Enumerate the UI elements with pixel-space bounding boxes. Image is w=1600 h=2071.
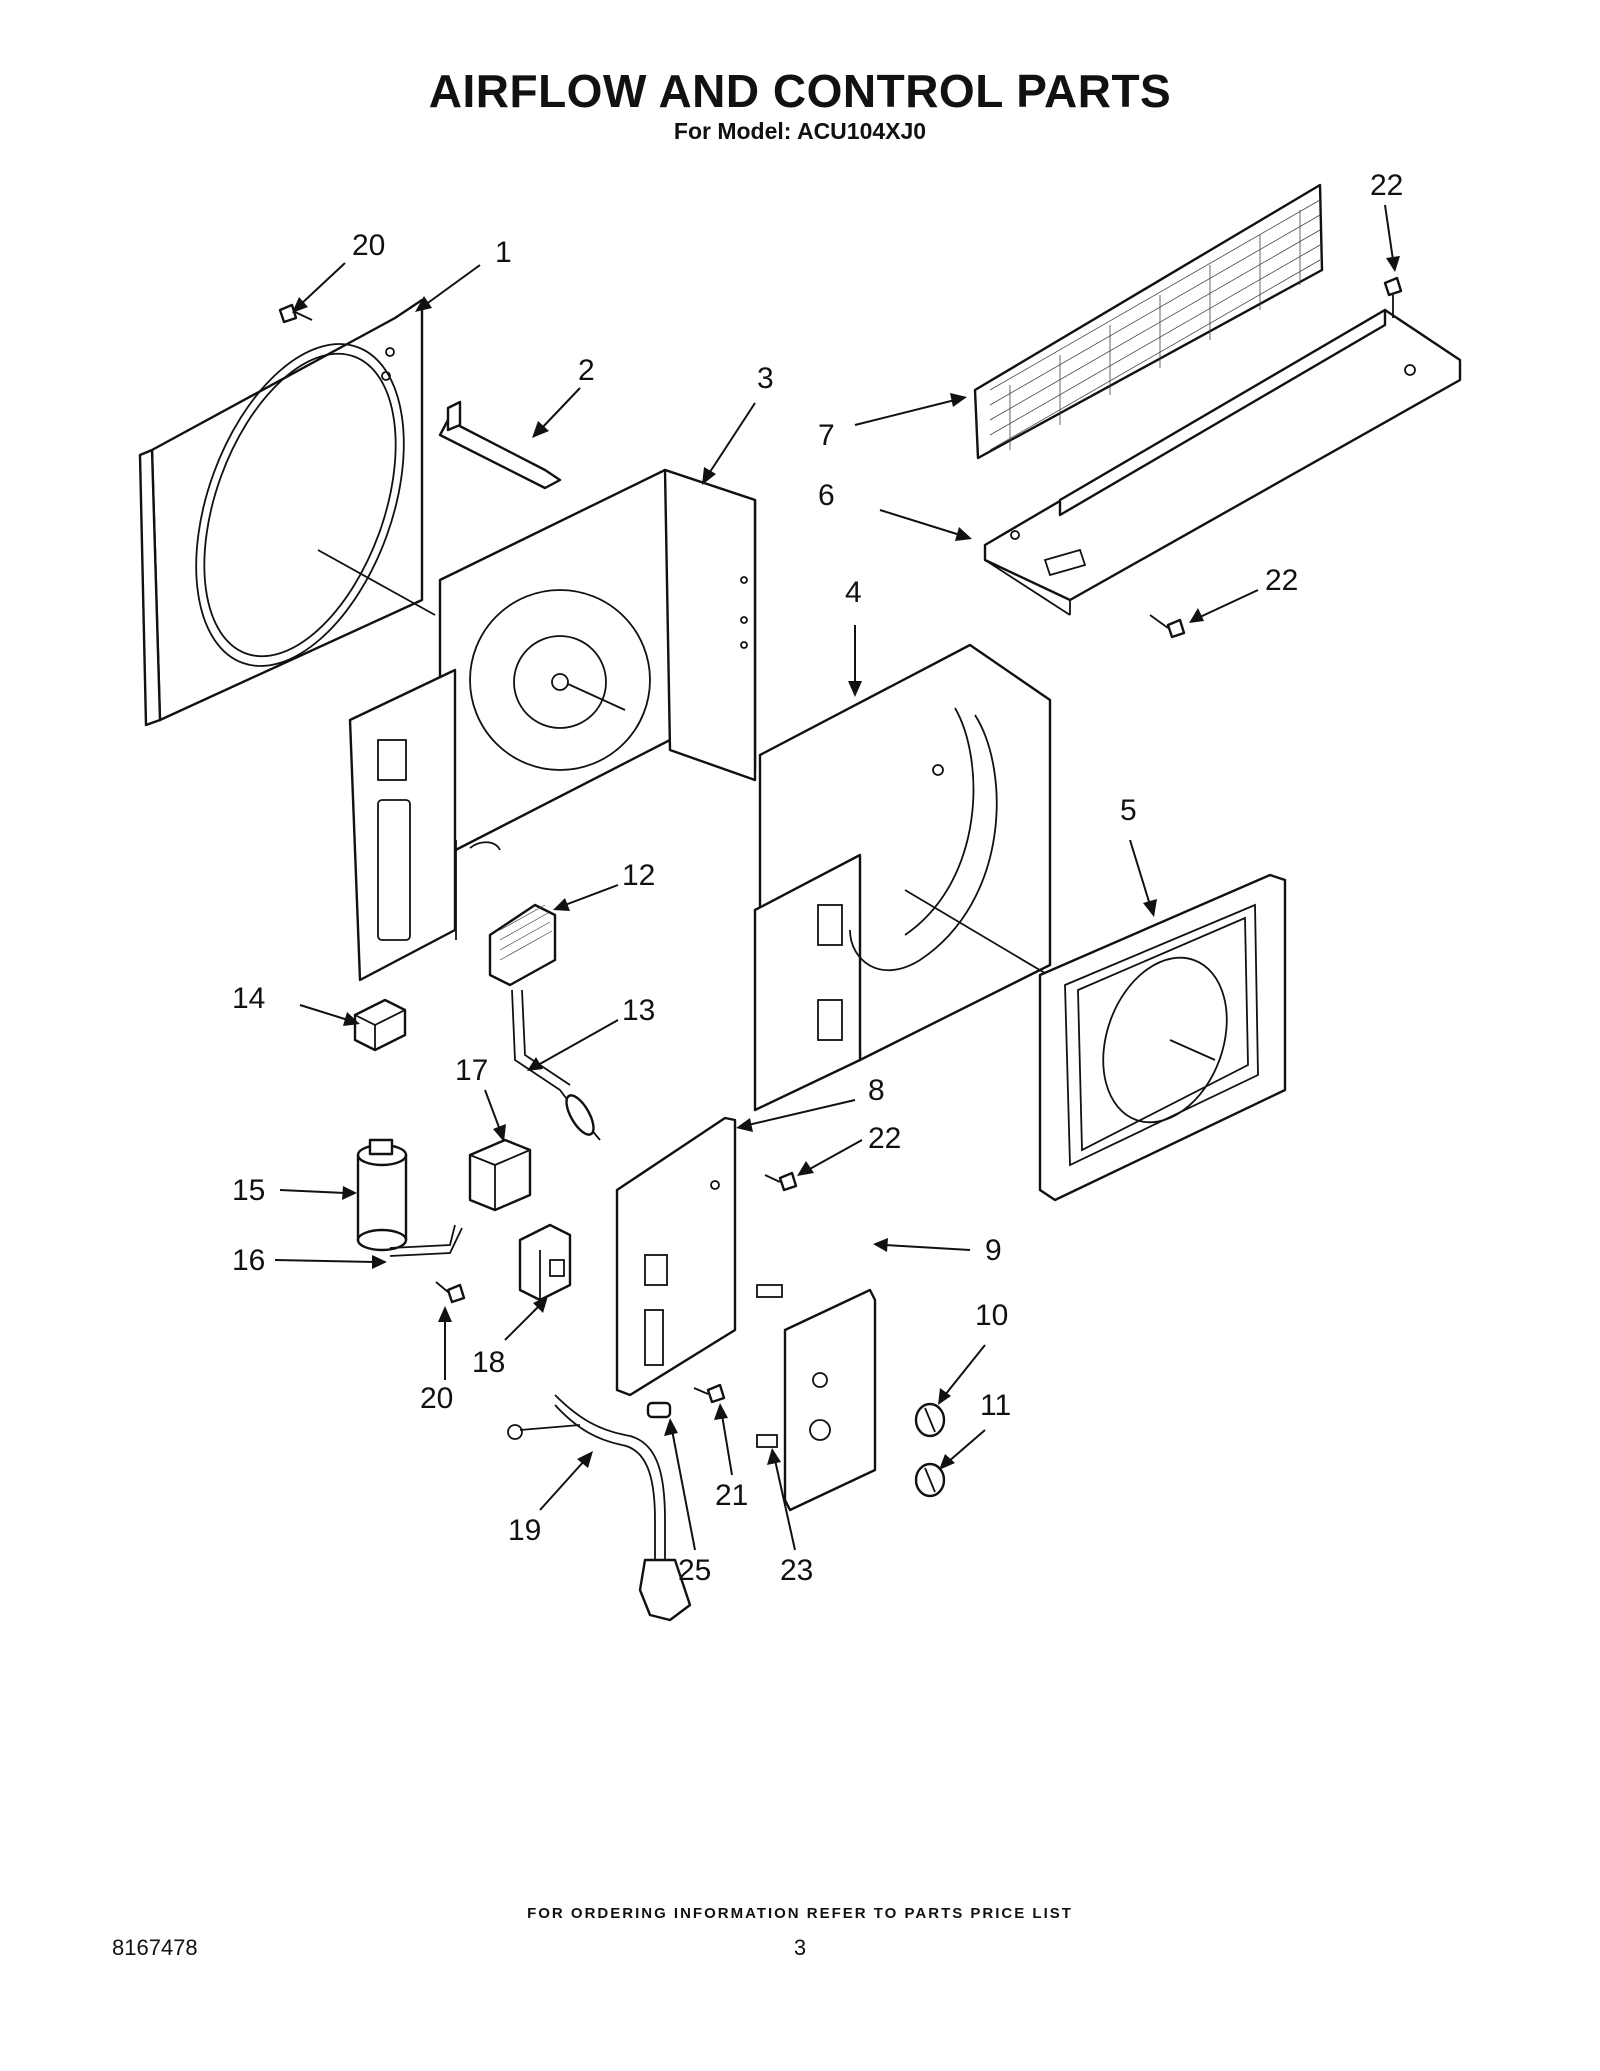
- callout-21: 21: [715, 1479, 748, 1512]
- callout-12: 12: [622, 859, 655, 892]
- callout-7: 7: [818, 419, 835, 452]
- part-8-plate: [615, 1116, 737, 1397]
- callout-10: 10: [975, 1299, 1008, 1332]
- part-18-switch: [518, 1223, 572, 1302]
- part-9-panel: [756, 1284, 877, 1512]
- part-12-bracket: [488, 903, 557, 987]
- part-6-rail: [983, 308, 1462, 616]
- callout-22-rail: 22: [1265, 564, 1298, 597]
- callout-13: 13: [622, 994, 655, 1027]
- callout-1: 1: [495, 236, 512, 269]
- screw-20-top: [278, 303, 313, 324]
- callout-5: 5: [1120, 794, 1137, 827]
- callout-labels: 1 2 3 4 5 6 7 8 9 10 11 12 13 14 15 16 1…: [232, 169, 1403, 1587]
- callout-17: 17: [455, 1054, 488, 1087]
- part-17-switch: [468, 1138, 532, 1212]
- part-11-knob: [914, 1462, 946, 1498]
- page-title: AIRFLOW AND CONTROL PARTS: [428, 65, 1172, 117]
- screw-21: [693, 1383, 726, 1404]
- part-5-frame: [1038, 873, 1287, 1202]
- page-number: 3: [793, 1935, 807, 1960]
- callout-20-bottom: 20: [420, 1382, 453, 1415]
- callout-22-top: 22: [1370, 169, 1403, 202]
- callout-15: 15: [232, 1174, 265, 1207]
- callout-19: 19: [508, 1514, 541, 1547]
- callout-23: 23: [780, 1554, 813, 1587]
- callout-14: 14: [232, 982, 265, 1015]
- callout-4: 4: [845, 576, 862, 609]
- part-16-strap: [389, 1224, 463, 1257]
- part-10-knob: [914, 1402, 946, 1438]
- callout-16: 16: [232, 1244, 265, 1277]
- part-2-bracket: [438, 400, 562, 490]
- part-3-panel: [348, 468, 757, 982]
- ordering-note: FOR ORDERING INFORMATION REFER TO PARTS …: [527, 1905, 1073, 1922]
- screw-20-bottom: [435, 1281, 466, 1304]
- leader-lines: [274, 204, 1400, 1551]
- part-19-power-cord: [507, 1394, 692, 1622]
- part-7-filter: [973, 183, 1324, 460]
- document-number: 8167478: [112, 1935, 198, 1960]
- callout-8: 8: [868, 1074, 885, 1107]
- callout-3: 3: [757, 362, 774, 395]
- part-13-thermostat: [511, 989, 601, 1141]
- callout-9: 9: [985, 1234, 1002, 1267]
- part-1-shroud: [138, 298, 436, 727]
- callout-20-top: 20: [352, 229, 385, 262]
- screw-22-top: [1383, 276, 1403, 318]
- callout-11: 11: [980, 1389, 1011, 1422]
- callout-6: 6: [818, 479, 835, 512]
- part-15-capacitor: [356, 1138, 408, 1252]
- callout-22-plate: 22: [868, 1122, 901, 1155]
- screw-22-plate: [764, 1171, 798, 1192]
- callout-25: 25: [678, 1554, 711, 1587]
- callout-2: 2: [578, 354, 595, 387]
- part-14-relay: [353, 998, 407, 1052]
- screw-22-rail: [1149, 614, 1186, 639]
- part-25-grommet: [646, 1401, 672, 1419]
- part-4-scroll: [753, 643, 1066, 1112]
- callout-18: 18: [472, 1346, 505, 1379]
- model-subtitle: For Model: ACU104XJ0: [673, 118, 927, 144]
